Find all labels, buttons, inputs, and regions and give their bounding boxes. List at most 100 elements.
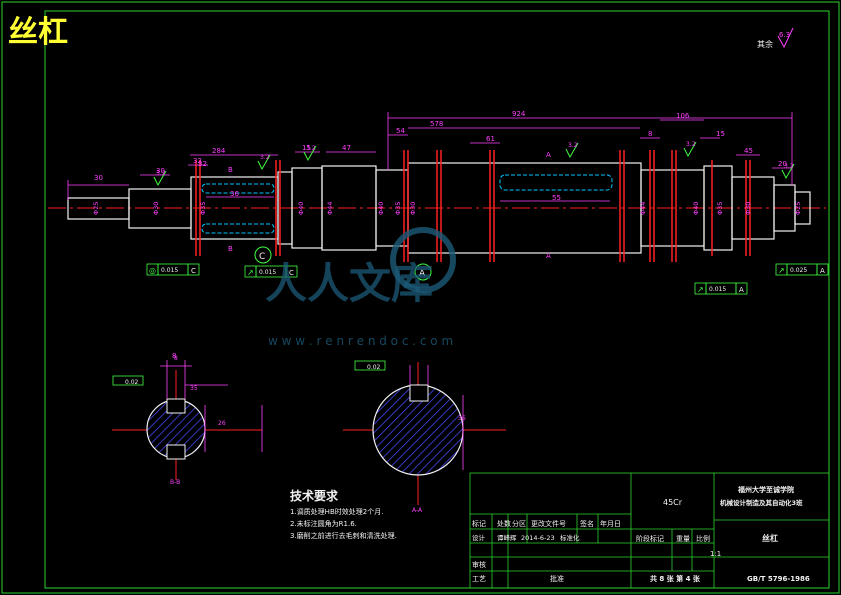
tolerance-cell [735, 282, 748, 295]
roughness-icon [303, 145, 317, 162]
roughness-rest-icon [777, 27, 794, 49]
title-block-grid [469, 472, 830, 589]
tolerance-symbol: ◎ [149, 266, 156, 275]
dimension-value: 20 [778, 160, 787, 168]
dimension-lines [67, 112, 793, 202]
diameter-value: Φ35 [716, 202, 724, 215]
roughness-icon [683, 141, 697, 158]
dimension-value: 106 [676, 112, 690, 120]
tolerance-cell [285, 265, 298, 278]
dimension-value: 8 [648, 130, 652, 138]
material-cell: 45Cr [663, 498, 683, 507]
keyway-length: 36 [230, 190, 239, 198]
diameter-value: Φ44 [326, 202, 334, 215]
roughness-rest-value: 6.3 [779, 31, 790, 39]
roughness-rest-label: 其余 [757, 39, 773, 49]
watermark-circle [390, 227, 456, 293]
tolerance-value: 0.015 [259, 269, 276, 276]
roughness-value: 3.2 [568, 142, 578, 149]
department-name: 机械设计制造及其自动化3班 [720, 498, 803, 507]
dimension-value: 15 [302, 144, 311, 152]
right-section-depth: 36 [458, 415, 466, 422]
diameter-value: Φ35 [394, 202, 402, 215]
tolerance-symbol: ↗ [247, 268, 254, 277]
right-tol-frame [354, 360, 386, 371]
inner-border [44, 10, 830, 589]
left-section-label: B-B [170, 479, 180, 486]
diameter-value: Φ44 [639, 202, 647, 215]
title-header-row: 标记处数分区更改文件号签名年月日 [472, 519, 621, 528]
section-letter: B [228, 166, 233, 174]
datum-c-letter: C [259, 252, 265, 262]
dimension-value: 32 [193, 157, 202, 165]
dimension-value: 61 [486, 135, 495, 143]
tolerance-symbol: ↗ [778, 266, 785, 275]
approve-label: 批准 [550, 574, 564, 583]
review-label: 审核 [472, 560, 486, 569]
dimension-value: 30 [156, 167, 165, 175]
title-design-cell: 2014-6-23 [521, 534, 555, 542]
title-header-cell: 年月日 [600, 519, 621, 528]
roughness-value: 3.2 [156, 170, 166, 177]
sheet-info: 共 8 张 第 4 张 [650, 574, 701, 583]
section-letter: B [228, 245, 233, 253]
keyways [201, 174, 613, 234]
tech-note-item: 2.未标注圆角为R1.6. [290, 519, 357, 528]
roughness-icon [565, 142, 579, 159]
diameter-value: Φ40 [297, 202, 305, 215]
section-view-left [112, 360, 263, 480]
dimension-value: 54 [396, 127, 405, 135]
diameter-value: Φ30 [152, 202, 160, 215]
title-stage-cell: 比例 [696, 534, 710, 543]
tolerance-datum: C [289, 269, 294, 277]
tolerance-symbol: ↗ [697, 285, 704, 294]
keyway-length: 55 [552, 194, 561, 202]
right-section-label: A-A [412, 507, 423, 514]
title-header-cell: 签名 [580, 519, 594, 528]
left-tol-frame [112, 375, 144, 386]
diameter-value: Φ30 [744, 202, 752, 215]
roughness-icon [257, 154, 271, 171]
tolerance-value: 0.025 [790, 267, 807, 274]
section-view-right [343, 362, 506, 505]
part-name: 丝杠 [762, 533, 778, 543]
section-letter: A [546, 151, 551, 159]
watermark-url: w w w . r e n r e n d o c . c o m [268, 334, 453, 348]
process-label: 工艺 [472, 575, 486, 583]
roughness-value: 3.2 [686, 141, 696, 148]
roughness-value: 3.2 [306, 145, 316, 152]
tolerance-cell [816, 263, 829, 276]
tech-note-item: 3.磨削之前进行去毛刺和清洗处理. [290, 531, 397, 540]
dimension-value: 8 [172, 352, 176, 360]
tech-notes-heading: 技术要求 [290, 488, 339, 503]
dimension-value: 924 [512, 110, 526, 118]
right-tol-value: 0.02 [367, 364, 381, 371]
diameter-value: Φ35 [199, 202, 207, 215]
dimension-value: 30 [94, 174, 103, 182]
dimension-value: 15 [716, 130, 725, 138]
title-stage-cell: 阶段标记 [636, 534, 664, 543]
school-name: 福州大学至诚学院 [737, 485, 794, 494]
scale-value: 1:1 [710, 550, 721, 558]
diameter-value: Φ25 [92, 202, 100, 215]
datum-a-letter: A [419, 269, 426, 279]
tolerance-datum: A [739, 286, 744, 294]
title-design-cell: 标准化 [560, 533, 580, 542]
tolerance-datum: A [820, 267, 825, 275]
diameter-value: Φ25 [794, 202, 802, 215]
datum-a-bubble [414, 263, 432, 281]
title-stage-row: 阶段标记重量比例 [636, 534, 710, 543]
roughness-value: 3.2 [260, 154, 270, 161]
tech-note-item: 1.调质处理HB时效处理2个月. [290, 507, 383, 516]
title-header-cell: 更改文件号 [531, 519, 566, 528]
left-section-r: 35 [190, 385, 198, 392]
title-design-cell: 设计 [472, 533, 486, 542]
title-header-cell: 标记 [472, 519, 486, 528]
dimension-value: 284 [212, 147, 226, 155]
